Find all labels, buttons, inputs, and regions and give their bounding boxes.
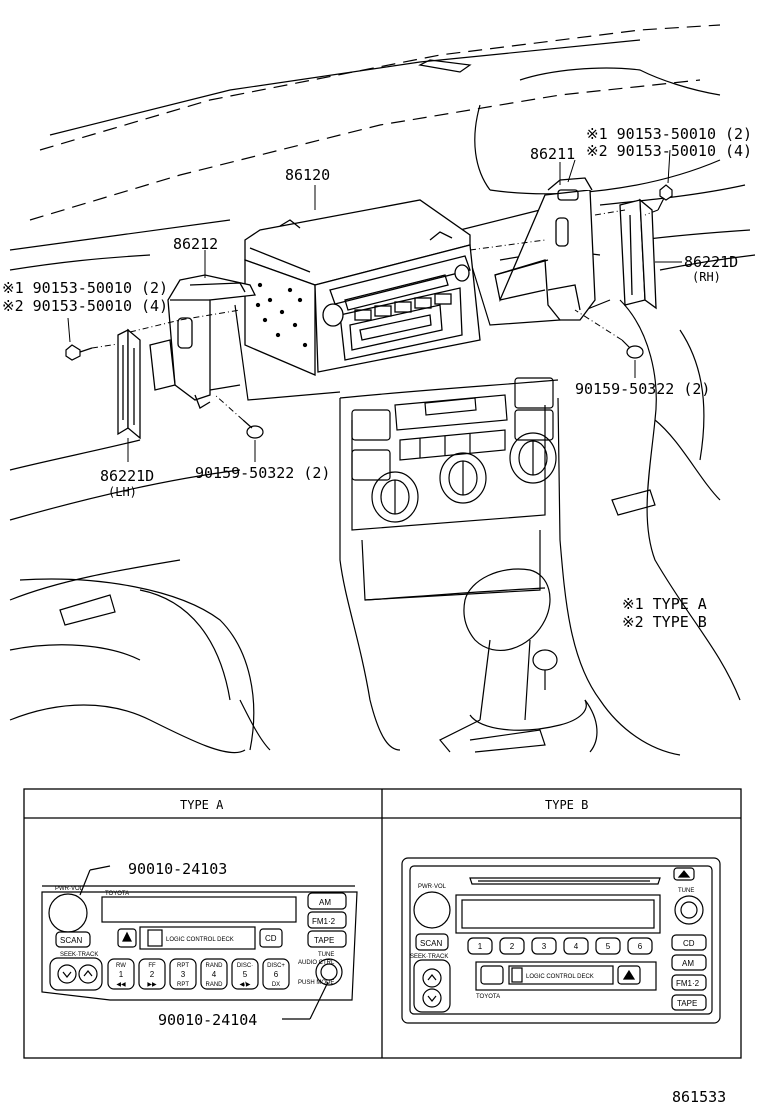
type-a-preset-top-2: FF xyxy=(148,963,156,969)
type-a-preset-sub-4: RAND xyxy=(205,982,223,988)
type-a-radio-panel xyxy=(41,865,358,1020)
type-b-tune: TUNE xyxy=(678,888,694,894)
type-a-preset-4: 4 xyxy=(212,970,217,979)
label-bracket-rh: 86211 xyxy=(530,145,575,163)
label-cover-lh: 86221D xyxy=(100,467,154,485)
label-cover-rh-side: (RH) xyxy=(692,270,721,284)
type-b-am: AM xyxy=(682,959,694,968)
type-b-panel-text: PWR·VOL TUNE SCAN SEEK·TRACK CD AM FM1·2… xyxy=(410,884,700,1008)
screw-left-90159 xyxy=(242,419,264,439)
legend-type1: ※1 TYPE A xyxy=(622,595,707,613)
type-a-fm: FM1·2 xyxy=(312,917,336,926)
type-a-panel-text: PWR·VOL TOYOTA SCAN AM FM1·2 TAPE LOGIC … xyxy=(55,886,336,988)
screw-right-90159 xyxy=(621,339,644,359)
type-b-dolby: LOGIC CONTROL DECK xyxy=(526,974,594,980)
type-b-preset-3: 3 xyxy=(542,942,547,951)
type-b-preset-2: 2 xyxy=(510,942,515,951)
type-b-tape: TAPE xyxy=(677,999,697,1008)
type-a-am: AM xyxy=(319,898,331,907)
type-a-audio-ctrl: AUDIO CTRL xyxy=(298,960,335,966)
figure-number: 861533 xyxy=(672,1088,726,1106)
label-right-screw-type2: ※2 90153-50010 (4) xyxy=(586,142,752,160)
type-b-preset-5: 5 xyxy=(606,942,611,951)
type-a-preset-top-4: RAND xyxy=(205,963,223,969)
label-type-a-knob: 90010-24103 xyxy=(128,860,227,878)
type-a-seek: SEEK·TRACK xyxy=(60,952,98,958)
type-a-preset-sub-6: DX xyxy=(272,982,280,988)
type-b-pwr-vol: PWR·VOL xyxy=(418,884,447,890)
type-table xyxy=(23,788,742,1059)
label-screw-rh: 90159-50322 (2) xyxy=(575,380,710,398)
table-header-type-b: TYPE B xyxy=(545,798,588,812)
type-a-brand: TOYOTA xyxy=(105,891,129,897)
label-cover-lh-side: (LH) xyxy=(108,485,137,499)
bracket-86211 xyxy=(494,177,596,321)
type-a-tape: TAPE xyxy=(314,936,334,945)
table-header-type-a: TYPE A xyxy=(180,798,224,812)
type-a-preset-top-1: RW xyxy=(116,963,126,969)
label-left-screw-type1: ※1 90153-50010 (2) xyxy=(2,279,168,297)
type-a-pwr-vol: PWR·VOL xyxy=(55,886,84,892)
type-b-presets: 1 2 3 4 5 6 xyxy=(478,942,643,951)
type-b-cd: CD xyxy=(683,939,695,948)
type-a-preset-sub-2: ▶▶ xyxy=(147,982,157,988)
part-labels: 86120 86212 86211 86221D (RH) 86221D (LH… xyxy=(2,125,752,631)
label-bracket-lh: 86212 xyxy=(173,235,218,253)
type-a-scan: SCAN xyxy=(60,936,82,945)
type-a-cd: CD xyxy=(265,934,277,943)
cover-86221d-rh xyxy=(619,198,657,310)
type-b-scan: SCAN xyxy=(420,939,442,948)
label-type-a-buttons: 90010-24104 xyxy=(158,1011,257,1029)
type-a-preset-2: 2 xyxy=(150,970,155,979)
type-b-preset-6: 6 xyxy=(638,942,643,951)
label-right-screw-type1: ※1 90153-50010 (2) xyxy=(586,125,752,143)
type-a-preset-sub-5: ◀/▶ xyxy=(240,982,251,988)
type-a-preset-3: 3 xyxy=(181,970,186,979)
type-a-preset-sub-3: RPT xyxy=(177,982,189,988)
screw-right-90153 xyxy=(657,184,673,211)
head-unit-86120 xyxy=(244,199,481,376)
type-b-seek: SEEK·TRACK xyxy=(410,954,448,960)
type-a-preset-1: 1 xyxy=(119,970,124,979)
type-a-preset-6: 6 xyxy=(274,970,279,979)
type-a-preset-sub-1: ◀◀ xyxy=(116,982,126,988)
type-a-dolby: LOGIC CONTROL DECK xyxy=(166,937,234,943)
label-cover-rh: 86221D xyxy=(684,253,738,271)
type-b-fm: FM1·2 xyxy=(676,979,700,988)
bracket-86212 xyxy=(149,274,256,409)
type-a-preset-top-6: DISC+ xyxy=(267,963,285,969)
label-screw-lh: 90159-50322 (2) xyxy=(195,464,330,482)
type-a-presets: RW1◀◀FF2▶▶RPT3RPTRAND4RANDDISC·5◀/▶DISC+… xyxy=(116,963,285,988)
type-b-radio-panel xyxy=(401,857,721,1024)
label-head-unit: 86120 xyxy=(285,166,330,184)
type-a-preset-top-5: DISC· xyxy=(237,963,253,969)
type-a-tune: TUNE xyxy=(318,952,334,958)
type-b-preset-1: 1 xyxy=(478,942,483,951)
cover-86221d-lh xyxy=(117,328,141,440)
type-a-preset-top-3: RPT xyxy=(177,963,189,969)
leader-lines xyxy=(67,149,682,462)
label-left-screw-type2: ※2 90153-50010 (4) xyxy=(2,297,168,315)
type-b-brand: TOYOTA xyxy=(476,994,500,1000)
type-a-preset-5: 5 xyxy=(243,970,248,979)
type-a-mode: PUSH MODE xyxy=(298,980,334,986)
legend-type2: ※2 TYPE B xyxy=(622,613,707,631)
dashboard-outline xyxy=(9,24,756,756)
screw-left-90153 xyxy=(65,344,93,361)
type-b-preset-4: 4 xyxy=(574,942,579,951)
